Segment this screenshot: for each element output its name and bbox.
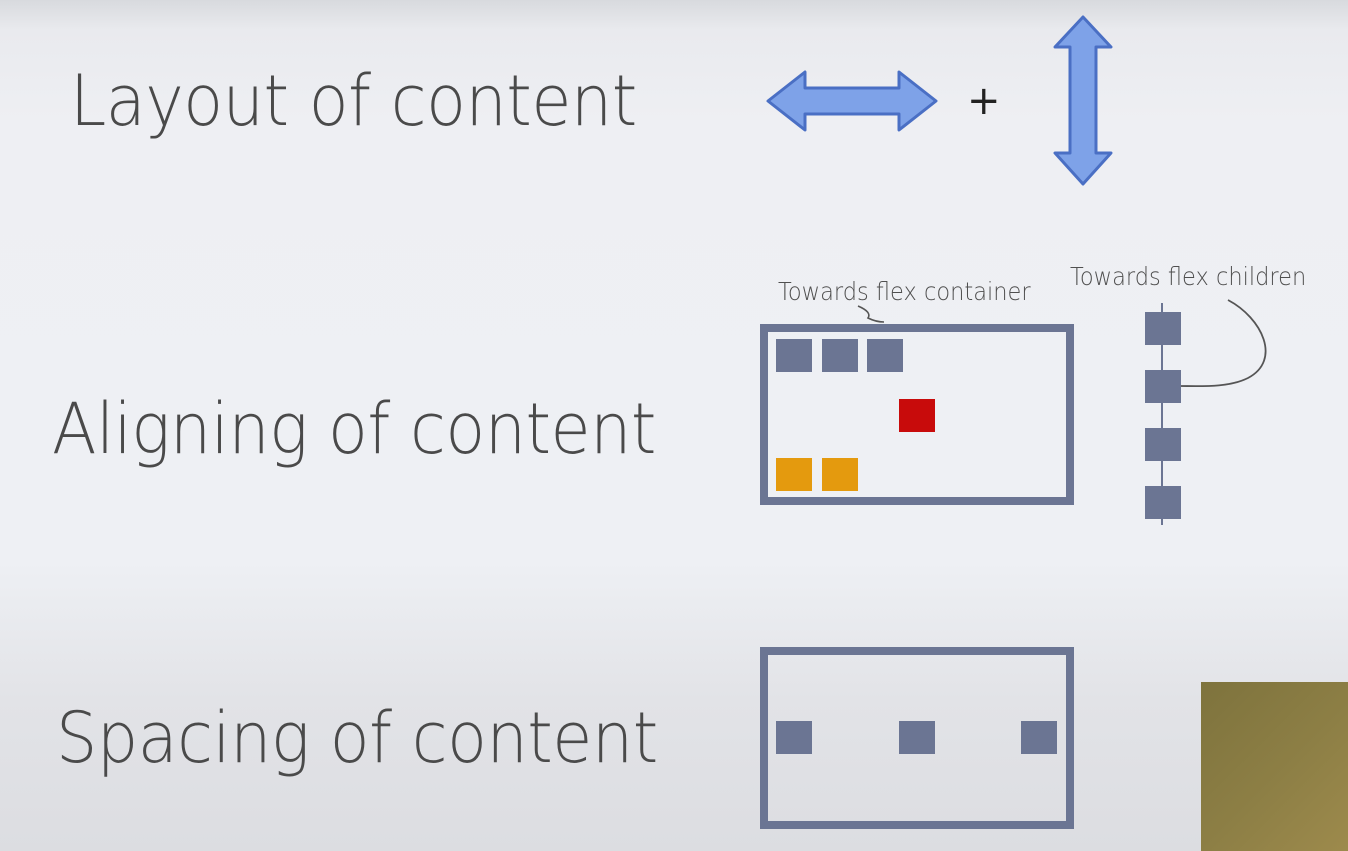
callout-towards-flex-container: Towards flex container bbox=[778, 277, 1031, 306]
flex-item-bottom-orange-2 bbox=[822, 458, 858, 491]
flex-container-box-align bbox=[760, 324, 1074, 505]
flex-child-item-4 bbox=[1145, 486, 1181, 519]
corner-video-overlay bbox=[1201, 682, 1348, 851]
spaced-item-1 bbox=[776, 721, 812, 754]
container-callout-hook bbox=[857, 305, 885, 323]
flex-child-item-1 bbox=[1145, 312, 1181, 345]
flex-item-bottom-orange-1 bbox=[776, 458, 812, 491]
title-aligning-of-content: Aligning of content bbox=[52, 388, 656, 470]
flex-item-top-1 bbox=[776, 339, 812, 372]
children-axis-line bbox=[1161, 303, 1163, 525]
flex-container-box-spacing bbox=[760, 647, 1074, 829]
spaced-item-2 bbox=[899, 721, 935, 754]
callout-towards-flex-children: Towards flex children bbox=[1070, 262, 1307, 291]
flex-item-top-2 bbox=[822, 339, 858, 372]
flex-child-item-3 bbox=[1145, 428, 1181, 461]
flex-item-centered-red bbox=[899, 399, 935, 432]
spaced-item-3 bbox=[1021, 721, 1057, 754]
title-spacing-of-content: Spacing of content bbox=[56, 697, 658, 779]
children-callout-line bbox=[1177, 299, 1267, 388]
flex-child-item-2 bbox=[1145, 370, 1181, 403]
title-layout-of-content: Layout of content bbox=[70, 60, 637, 142]
plus-sign: + bbox=[967, 78, 1001, 124]
flex-item-top-3 bbox=[867, 339, 903, 372]
